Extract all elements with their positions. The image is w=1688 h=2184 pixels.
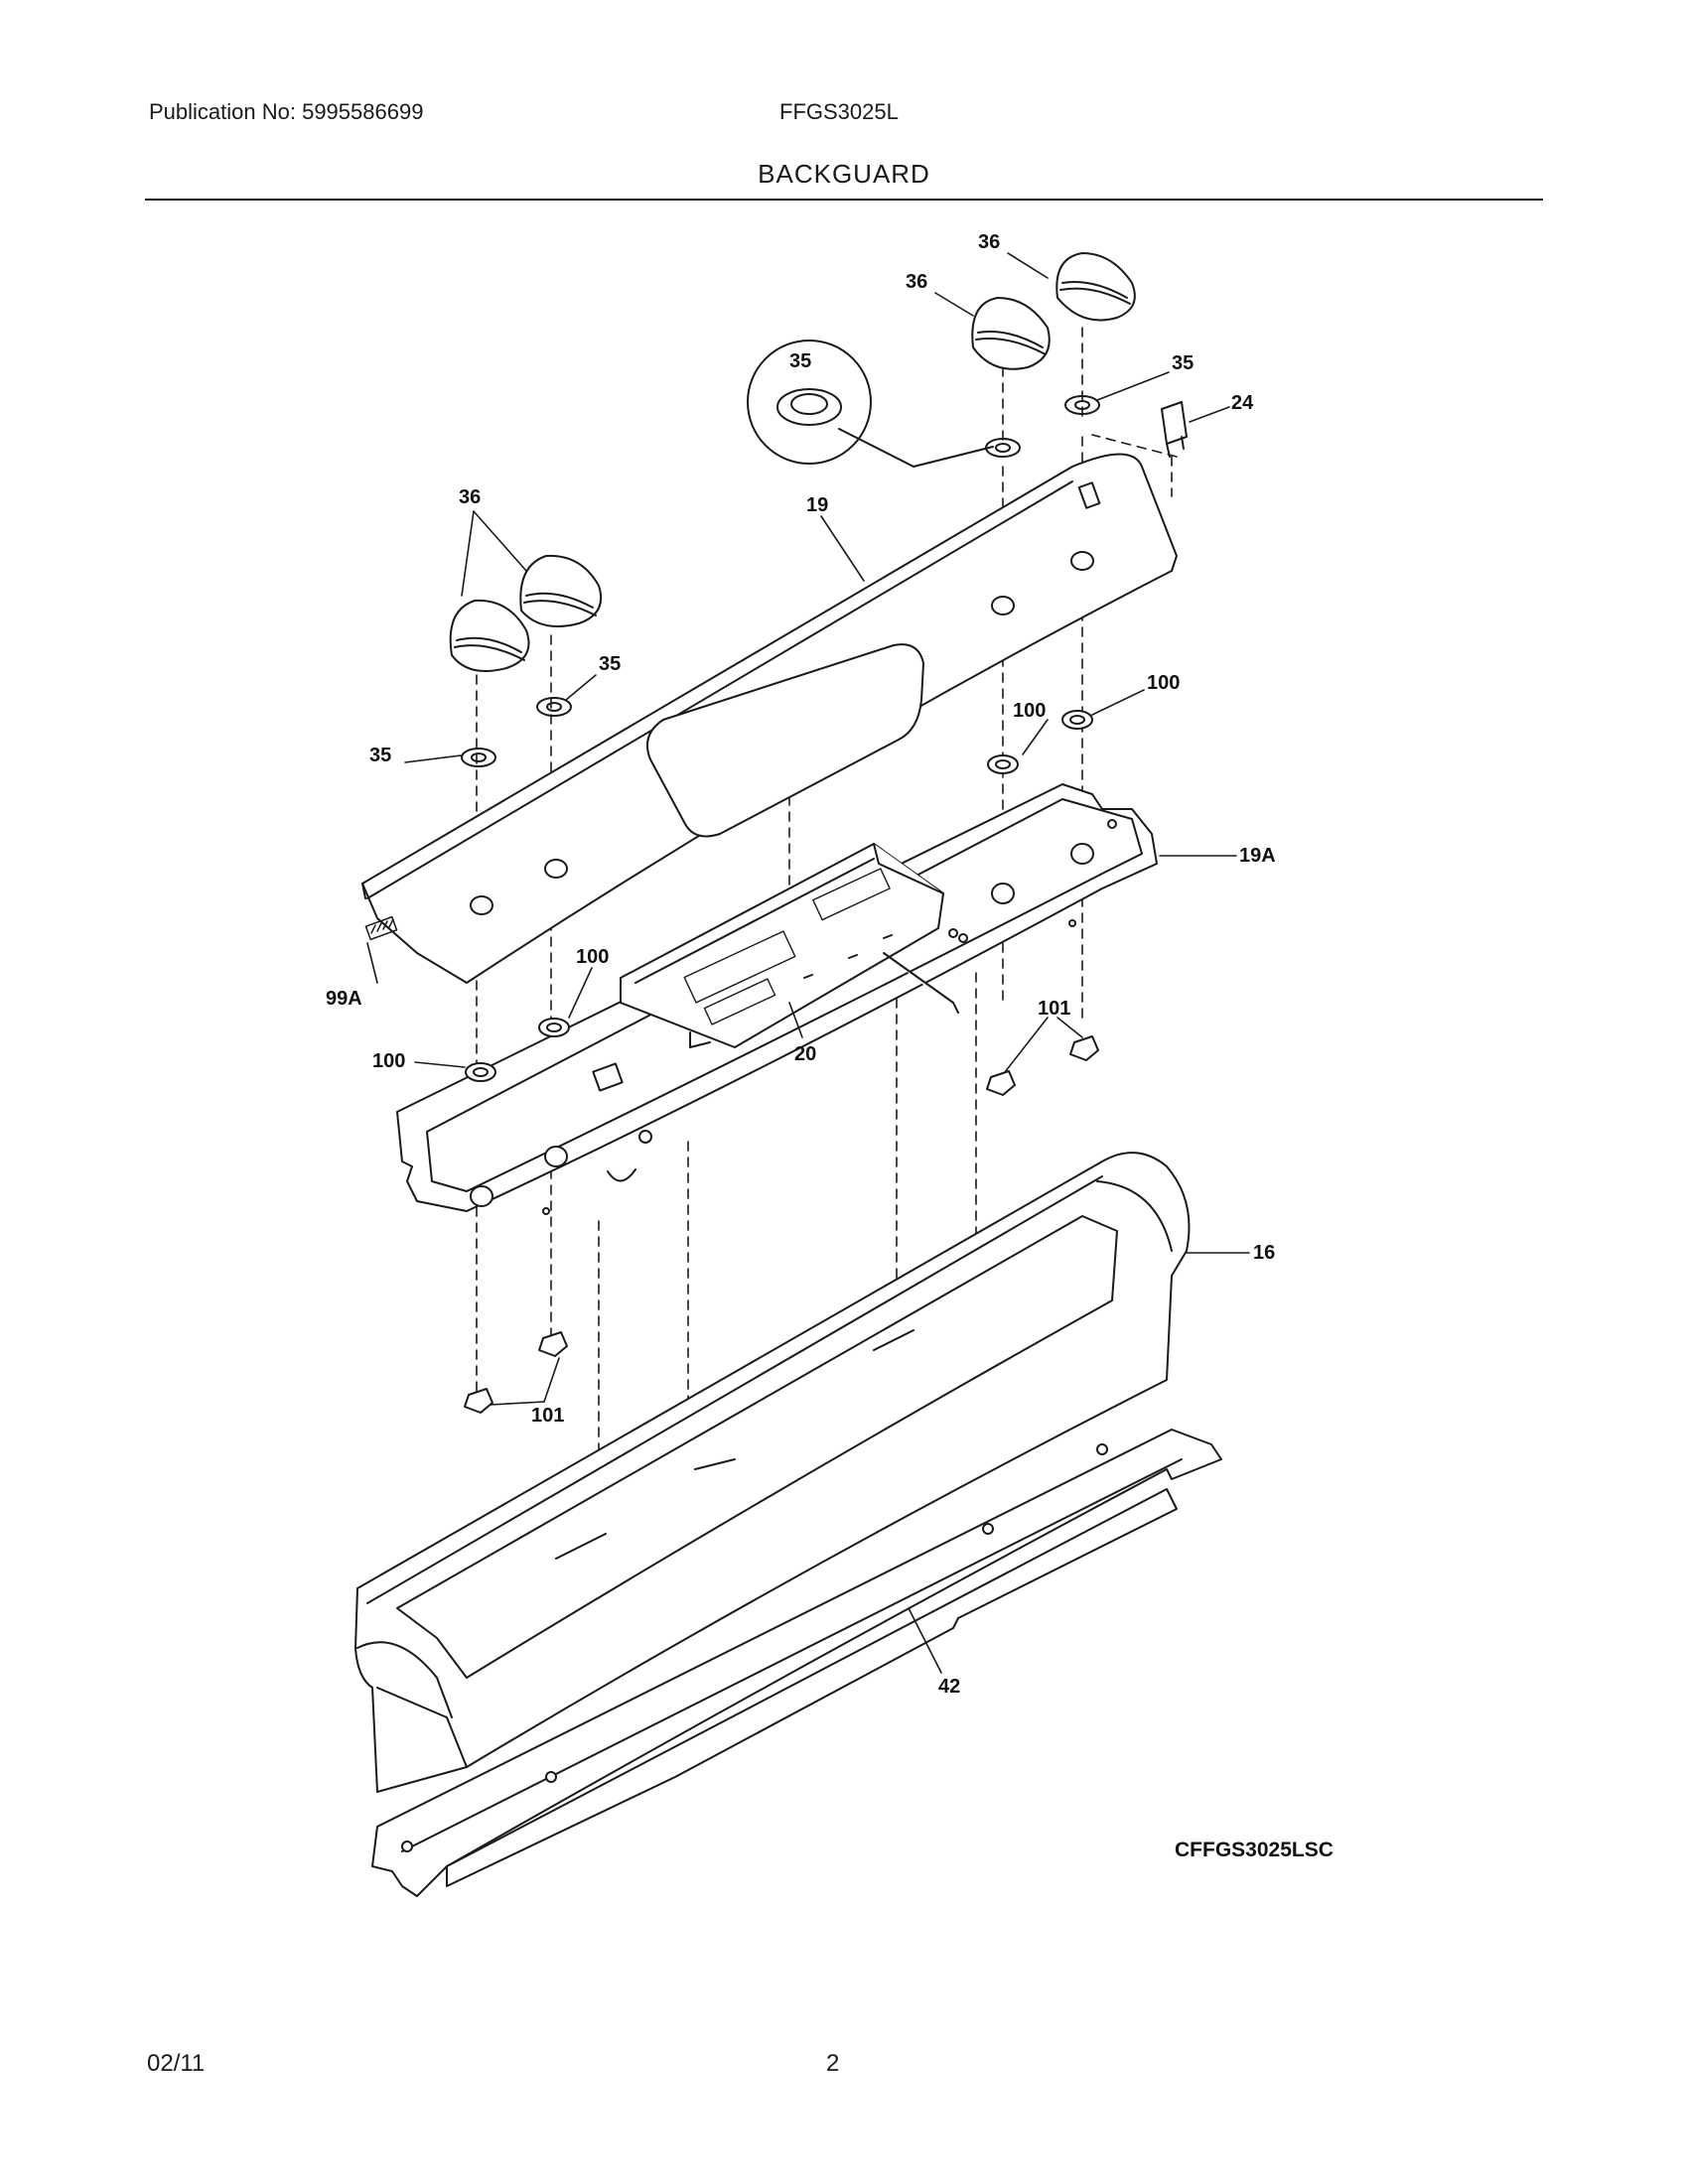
seal-left-rear <box>536 697 572 717</box>
page-number: 2 <box>826 2050 840 2077</box>
nut-101-right <box>986 1035 1099 1096</box>
callout-19: 19 <box>806 494 828 516</box>
nut-100-left-upper <box>538 1018 570 1037</box>
knob-left-rear <box>519 554 603 627</box>
rail-42 <box>371 1429 1222 1897</box>
callout-leaders <box>366 252 1250 1674</box>
nut-100-right-upper <box>1061 710 1093 730</box>
callout-100-left-lower: 100 <box>372 1050 405 1072</box>
knob-right-front <box>971 297 1051 370</box>
callout-100-left-upper: 100 <box>576 946 609 968</box>
publication-number: Publication No: 5995586699 <box>149 99 424 124</box>
callout-101-left: 101 <box>531 1405 564 1427</box>
control-board <box>620 843 968 1048</box>
rocker-switch <box>1161 401 1188 458</box>
callout-101-right: 101 <box>1038 998 1070 1020</box>
diagram-reference-code: CFFGS3025LSC <box>1175 1839 1334 1861</box>
header-divider <box>145 199 1543 201</box>
callout-36-left: 36 <box>459 486 481 508</box>
nut-101-left <box>464 1331 568 1414</box>
callout-42: 42 <box>938 1676 960 1698</box>
nut-100-left-lower <box>465 1062 496 1082</box>
callout-100-right-upper: 100 <box>1147 672 1180 694</box>
model-number: FFGS3025L <box>779 99 899 124</box>
section-title: BACKGUARD <box>758 159 930 189</box>
callout-35-left-front: 35 <box>369 745 391 766</box>
backguard-trim-16 <box>354 1152 1191 1793</box>
nut-100-right-lower <box>987 754 1019 774</box>
callout-35-detail: 35 <box>789 350 811 372</box>
ribbon-cable <box>364 915 398 941</box>
control-panel-19 <box>361 453 1178 984</box>
callout-99a: 99A <box>326 988 362 1010</box>
knob-right-rear <box>1055 252 1136 322</box>
callout-36-rear: 36 <box>978 231 1000 253</box>
callout-35-right: 35 <box>1172 352 1194 374</box>
callout-35-left-rear: 35 <box>599 653 621 675</box>
seal-circle-detail <box>747 340 994 468</box>
callout-20: 20 <box>794 1043 816 1065</box>
footer-date: 02/11 <box>147 2050 206 2077</box>
seal-right-rear <box>1064 395 1100 415</box>
callout-36-front: 36 <box>906 271 927 293</box>
seal-right-front <box>985 438 1021 458</box>
callout-100-right-lower: 100 <box>1013 700 1046 722</box>
seal-left-front <box>461 748 496 767</box>
callout-19a: 19A <box>1239 845 1276 867</box>
knob-left-front <box>449 599 530 672</box>
callout-24: 24 <box>1231 392 1254 414</box>
callout-16: 16 <box>1253 1242 1275 1264</box>
